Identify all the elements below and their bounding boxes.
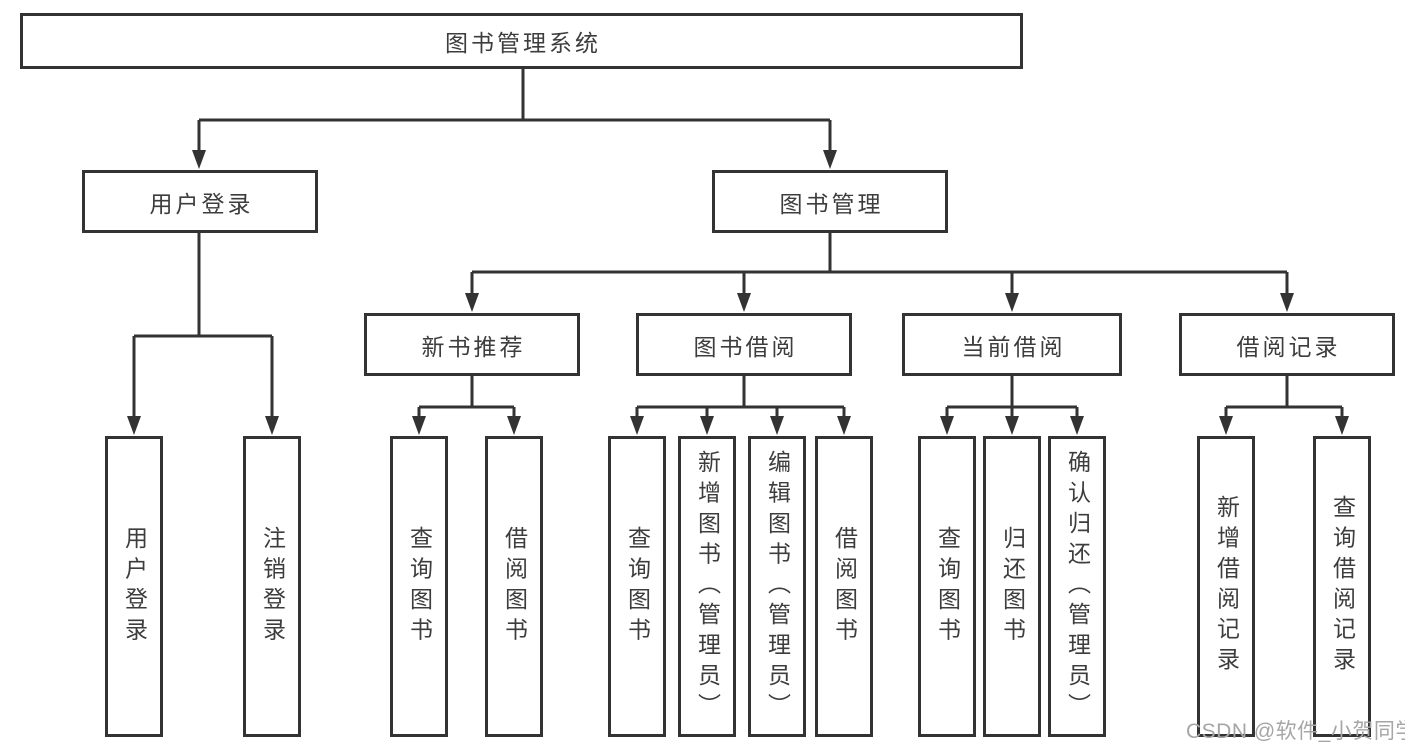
leaf-add-borrow-record: 新增借阅记录 — [1197, 436, 1255, 737]
leaf-borrow-books-borrowing-label: 借阅图书 — [831, 525, 858, 648]
node-current-borrowing: 当前借阅 — [902, 313, 1122, 376]
node-book-management-label: 图书管理 — [779, 190, 884, 217]
node-current-borrowing-label: 当前借阅 — [961, 333, 1066, 360]
connector-book-borrowing-branch — [630, 376, 851, 435]
leaf-logout-label: 注销登录 — [259, 525, 286, 648]
node-borrowing-records-label: 借阅记录 — [1236, 333, 1341, 360]
node-book-borrowing-label: 图书借阅 — [693, 333, 798, 360]
leaf-query-borrow-record: 查询借阅记录 — [1313, 436, 1371, 737]
leaf-query-books-borrowing-label: 查询图书 — [624, 525, 651, 648]
leaf-user-login: 用户登录 — [105, 436, 163, 737]
leaf-confirm-return-admin-label: 确认归还（管理员） — [1064, 449, 1091, 724]
leaf-query-borrow-record-label: 查询借阅记录 — [1329, 495, 1356, 678]
leaf-return-books: 归还图书 — [983, 436, 1041, 737]
leaf-borrow-books-recommend: 借阅图书 — [485, 436, 543, 737]
leaf-edit-books-admin-label: 编辑图书（管理员） — [764, 449, 791, 724]
leaf-query-books-current-label: 查询图书 — [934, 525, 961, 648]
connector-book-management-branch — [465, 233, 1294, 312]
leaf-borrow-books-borrowing: 借阅图书 — [815, 436, 873, 737]
leaf-user-login-label: 用户登录 — [121, 525, 148, 648]
leaf-confirm-return-admin: 确认归还（管理员） — [1048, 436, 1106, 737]
leaf-query-books-current: 查询图书 — [918, 436, 976, 737]
node-book-management: 图书管理 — [712, 170, 948, 233]
leaf-query-books-recommend-label: 查询图书 — [406, 525, 433, 648]
connector-current-borrowing-branch — [940, 376, 1084, 435]
leaf-add-borrow-record-label: 新增借阅记录 — [1213, 495, 1240, 678]
node-new-book-recommend-label: 新书推荐 — [421, 333, 526, 360]
watermark-text: CSDN @软件_小贺同学 — [1186, 720, 1405, 743]
connector-root-to-level2 — [192, 69, 837, 169]
leaf-add-books-admin-label: 新增图书（管理员） — [694, 449, 721, 724]
node-borrowing-records: 借阅记录 — [1179, 313, 1395, 376]
leaf-logout: 注销登录 — [243, 436, 301, 737]
node-root-label: 图书管理系统 — [445, 30, 601, 56]
node-user-login-label: 用户登录 — [149, 190, 254, 217]
leaf-return-books-label: 归还图书 — [999, 525, 1026, 648]
node-new-book-recommend: 新书推荐 — [364, 313, 580, 376]
leaf-query-books-borrowing: 查询图书 — [608, 436, 666, 737]
leaf-edit-books-admin: 编辑图书（管理员） — [748, 436, 806, 737]
node-root: 图书管理系统 — [20, 13, 1023, 69]
node-book-borrowing: 图书借阅 — [636, 313, 852, 376]
leaf-query-books-recommend: 查询图书 — [390, 436, 448, 737]
connector-new-book-recommend-branch — [412, 376, 521, 435]
connector-borrowing-records-branch — [1219, 376, 1349, 435]
node-user-login: 用户登录 — [82, 170, 318, 233]
leaf-borrow-books-recommend-label: 借阅图书 — [501, 525, 528, 648]
leaf-add-books-admin: 新增图书（管理员） — [678, 436, 736, 737]
connector-user-login-branch — [127, 233, 279, 435]
